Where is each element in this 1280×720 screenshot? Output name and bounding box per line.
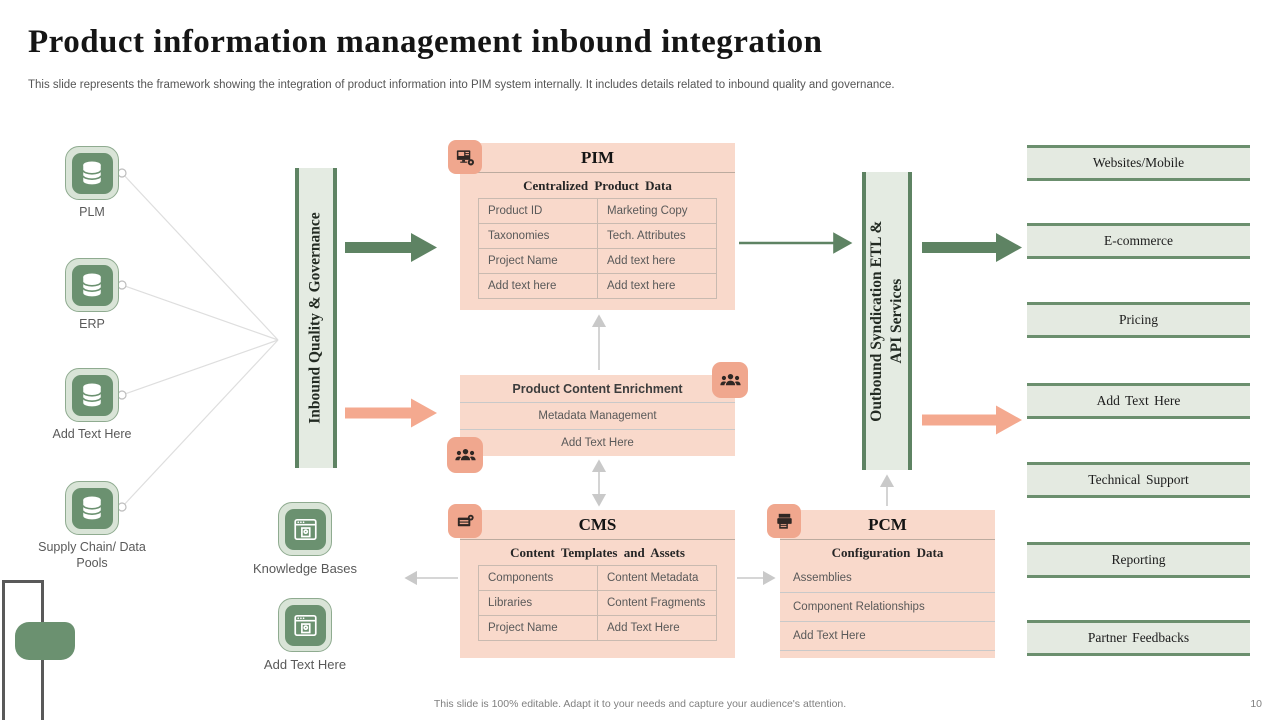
cms-title: CMS [578,515,617,534]
arrow-inbound-to-enrichment [345,398,437,428]
database-icon [71,374,113,416]
database-icon [71,487,113,529]
knowledge-add-text-item: Add Text Here [225,598,385,673]
source-label: Add Text Here [52,427,132,441]
divider [460,539,735,540]
computer-gear-icon [448,140,482,174]
source-label: ERP [79,317,105,331]
database-icon [71,264,113,306]
pcm-row: Add Text Here [780,622,995,651]
divider [780,539,995,540]
knowledge-bases-item: Knowledge Bases [225,502,385,577]
decor-green-shape [15,622,75,660]
pcm-box: PCM Configuration Data Assemblies Compon… [780,510,995,658]
pcm-title: PCM [868,515,907,534]
page-number: 10 [1250,698,1262,710]
output-reporting: Reporting [1027,542,1250,578]
outbound-bar-label: Outbound Syndication ETL & API Services [867,220,905,422]
source-plm: PLM [12,146,172,221]
divider [460,172,735,173]
arrow-outbound-salmon [922,405,1022,435]
output-websites-mobile: Websites/Mobile [1027,145,1250,181]
enrichment-row: Add Text Here [460,429,735,456]
source-add-text: Add Text Here [12,368,172,443]
cms-subtitle: Content Templates and Assets [510,545,685,560]
page-title: Product information management inbound i… [28,24,823,60]
footer-note: This slide is 100% editable. Adapt it to… [433,698,847,710]
pcm-subtitle: Configuration Data [831,545,944,560]
source-erp: ERP [12,258,172,333]
browser-document-icon [284,508,326,550]
browser-document-icon [284,604,326,646]
team-icon [447,437,483,473]
printer-icon [767,504,801,538]
connector-dots [117,168,127,512]
enrichment-row: Metadata Management [460,402,735,429]
arrow-outbound-green [922,233,1022,262]
source-connector-lines [121,172,279,508]
outbound-syndication-bar: Outbound Syndication ETL & API Services [862,172,912,470]
cms-box: CMS Content Templates and Assets Compone… [460,510,735,658]
output-partner-feedbacks: Partner Feedbacks [1027,620,1250,656]
pcm-row: Component Relationships [780,593,995,622]
source-supply-chain: Supply Chain/ Data Pools [12,481,172,571]
output-pricing: Pricing [1027,302,1250,338]
inbound-bar-label: Inbound Quality & Governance [306,212,324,424]
pim-subtitle: Centralized Product Data [523,178,672,193]
pim-title: PIM [580,148,615,167]
knowledge-label: Knowledge Bases [252,561,358,576]
source-label: PLM [79,205,105,219]
inbound-quality-governance-bar: Inbound Quality & Governance [295,168,337,468]
arrow-inbound-to-pim [345,233,437,262]
pcm-row: Assemblies [780,564,995,593]
team-icon [712,362,748,398]
output-add-text: Add Text Here [1027,383,1250,419]
knowledge-label: Add Text Here [263,657,347,672]
page-subtitle: This slide represents the framework show… [28,79,895,91]
cms-gear-icon [448,504,482,538]
enrichment-title: Product Content Enrichment [512,381,683,396]
source-label: Supply Chain/ Data Pools [38,540,146,570]
output-ecommerce: E-commerce [1027,223,1250,259]
enrichment-box: Product Content Enrichment Metadata Mana… [460,375,735,456]
output-technical-support: Technical Support [1027,462,1250,498]
database-icon [71,152,113,194]
